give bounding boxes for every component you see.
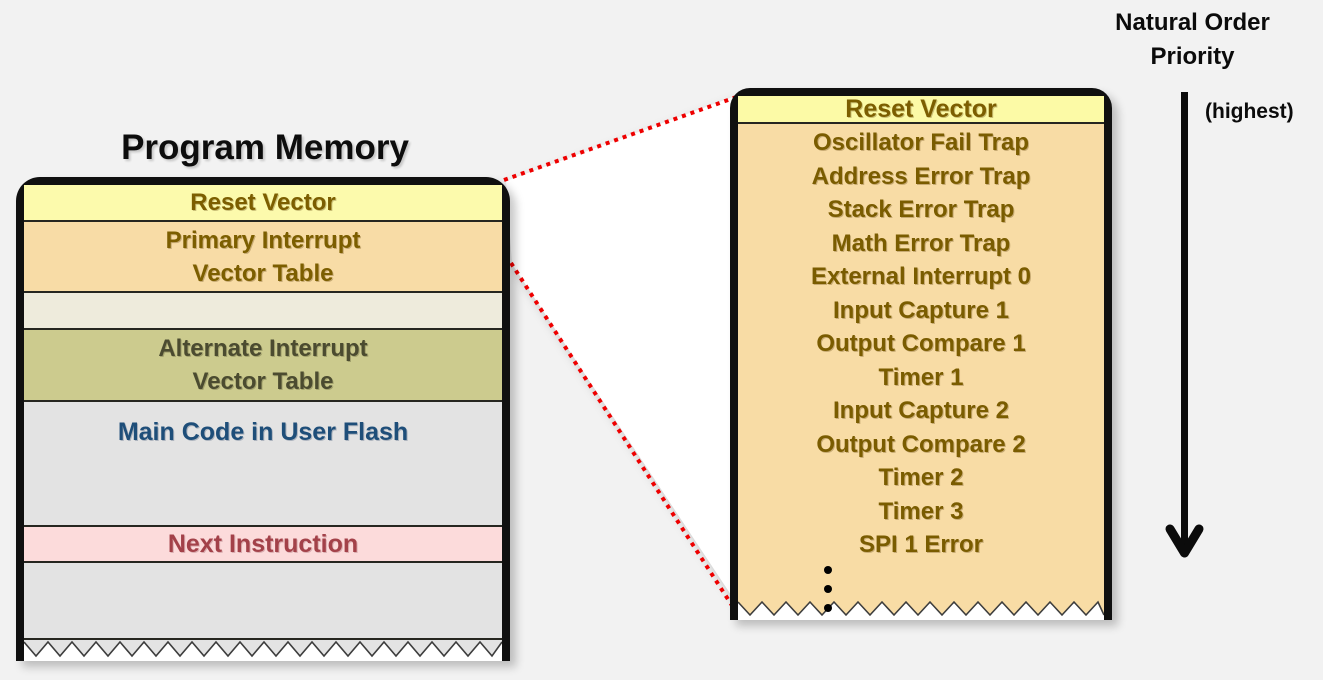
natural-order-priority-title: Natural Order Priority (1115, 9, 1270, 70)
highest-label: (highest) (1205, 100, 1294, 123)
vector-entry: Timer 2 (878, 464, 964, 491)
vector-entry: Timer 1 (878, 363, 964, 391)
vector-entry: Address Error Trap (811, 162, 1031, 190)
vector-table-list: Oscillator Fail Trap Address Error Trap … (738, 124, 1104, 600)
vector-entry: External Interrupt 0 (810, 263, 1032, 290)
ellipsis-dot (824, 566, 832, 574)
vector-entry: Output Compare 2 (816, 430, 1026, 458)
zoom-dotted-line-bottom (509, 261, 735, 609)
vector-entry: Oscillator Fail Trap (812, 129, 1030, 156)
torn-edge-right (738, 600, 1104, 620)
vector-entry: SPI 1 Error (858, 531, 984, 558)
zoom-beam-highlight (506, 94, 741, 610)
program-memory-box: Reset Vector Primary Interrupt Vector Ta… (16, 177, 510, 661)
ellipsis-dot (824, 604, 832, 612)
vector-entry: Output Compare 1 (816, 330, 1026, 357)
memory-section-alternate-ivt: Alternate Interrupt Vector Table (24, 330, 502, 402)
memory-section-spacer (24, 293, 502, 330)
zoom-dotted-line-top (503, 93, 743, 182)
vector-table-header-reset-vector: Reset Vector (738, 95, 1104, 124)
memory-section-reset-vector: Reset Vector (24, 185, 502, 222)
ellipsis-dot (824, 585, 832, 593)
memory-section-bottom-spacer (24, 563, 502, 640)
zigzag-edge-icon (24, 640, 502, 661)
torn-edge-left (24, 640, 502, 661)
program-memory-title: Program Memory (121, 128, 409, 167)
vector-entry: Math Error Trap (831, 229, 1011, 257)
memory-section-main-code: Main Code in User Flash (24, 402, 502, 527)
vector-table-box: Reset Vector Oscillator Fail Trap Addres… (730, 88, 1112, 620)
memory-section-next-instruction: Next Instruction (24, 527, 502, 563)
vertical-ellipsis-icon (824, 566, 832, 623)
zigzag-edge-icon (738, 600, 1104, 620)
vector-entry: Input Capture 1 (832, 296, 1009, 324)
memory-section-primary-ivt: Primary Interrupt Vector Table (24, 222, 502, 293)
vector-entry: Timer 3 (878, 497, 964, 525)
vector-entry: Stack Error Trap (827, 196, 1015, 223)
vector-entry: Input Capture 2 (832, 397, 1009, 424)
